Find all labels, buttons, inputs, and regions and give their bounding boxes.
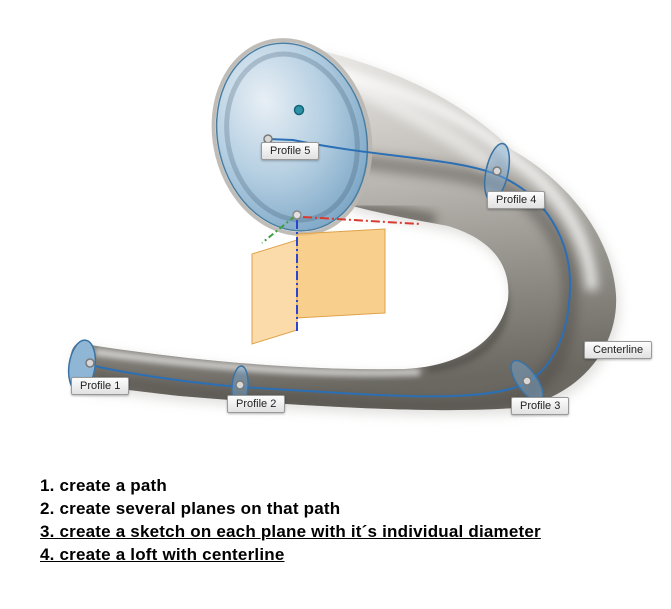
instruction-line-2: 2. create several planes on that path — [40, 499, 341, 518]
bell — [197, 27, 387, 247]
callout-profile-4-label: Profile 4 — [496, 194, 537, 206]
profile-2-point[interactable] — [235, 380, 245, 390]
callout-centerline[interactable]: Centerline — [584, 341, 653, 359]
construction-plane-left[interactable] — [251, 239, 298, 345]
profile-1-point[interactable] — [85, 358, 95, 368]
instructions: 1. create a path 2. create several plane… — [40, 474, 541, 566]
origin-point[interactable] — [292, 210, 302, 220]
callout-profile-4[interactable]: Profile 4 — [487, 191, 546, 209]
callout-profile-1[interactable]: Profile 1 — [71, 377, 130, 395]
callout-profile-2-label: Profile 2 — [236, 398, 277, 410]
callout-profile-5-label: Profile 5 — [270, 145, 311, 157]
profile-3-point[interactable] — [522, 376, 532, 386]
callout-profile-3[interactable]: Profile 3 — [511, 397, 570, 415]
selected-point[interactable] — [293, 104, 305, 116]
callout-profile-3-label: Profile 3 — [520, 400, 561, 412]
axis-x[interactable] — [302, 216, 421, 225]
callout-centerline-label: Centerline — [593, 344, 644, 356]
instruction-line-3: 3. create a sketch on each plane with it… — [40, 522, 541, 541]
bell-inner-shade — [224, 51, 360, 223]
centerline-path[interactable] — [89, 138, 572, 398]
profile-5-face[interactable] — [197, 27, 387, 247]
callout-profile-1-label: Profile 1 — [80, 380, 121, 392]
instruction-line-1: 1. create a path — [40, 476, 167, 495]
callout-profile-2[interactable]: Profile 2 — [227, 395, 286, 413]
bell-rim — [211, 38, 373, 236]
callout-profile-5[interactable]: Profile 5 — [261, 142, 320, 160]
instruction-line-4: 4. create a loft with centerline — [40, 545, 285, 564]
construction-plane-right[interactable] — [296, 228, 386, 319]
profile-4-point[interactable] — [492, 166, 502, 176]
